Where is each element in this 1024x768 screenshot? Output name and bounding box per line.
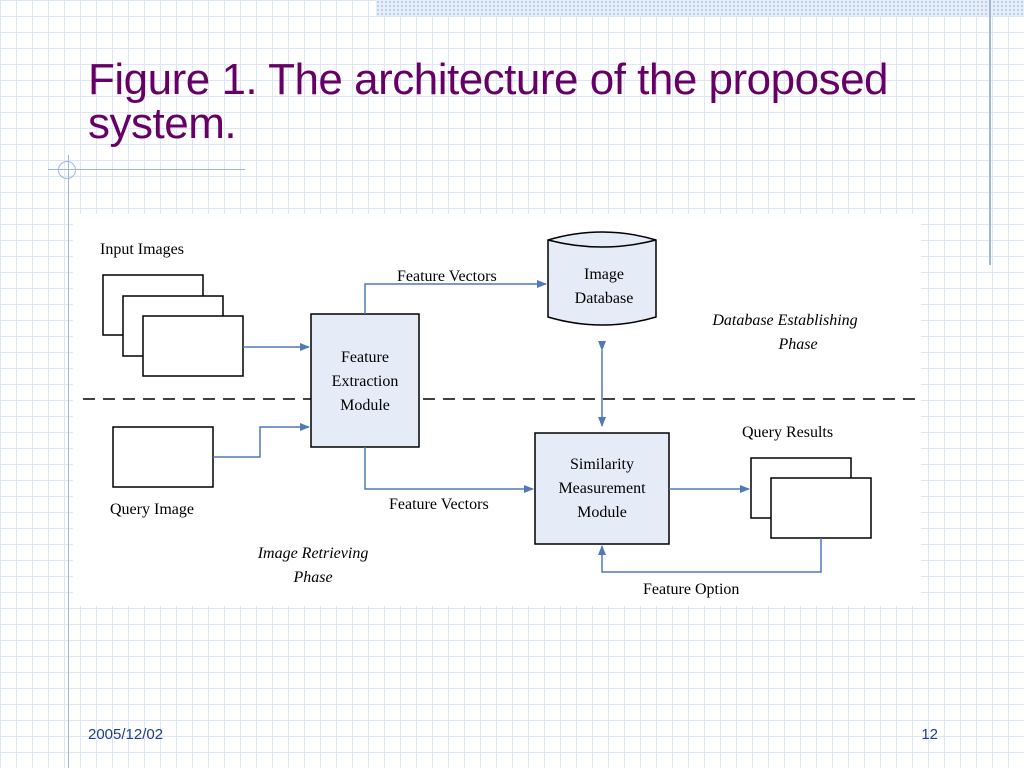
query-image-label: Query Image — [110, 501, 194, 518]
retrieving-phase-line-2: Phase — [292, 569, 332, 586]
input-images-stack — [102, 274, 244, 377]
similarity-module-line-1: Similarity — [570, 456, 634, 473]
similarity-module-line-2: Measurement — [558, 480, 646, 497]
database-phase-line-2: Phase — [777, 336, 817, 353]
feature-extraction-module-line-2: Extraction — [332, 373, 399, 390]
left-decoration-rule — [68, 155, 69, 768]
title-underline-rule — [48, 169, 245, 170]
image-database-cylinder — [547, 231, 657, 326]
retrieving-phase-line-1: Image Retrieving — [257, 545, 369, 562]
extraction-to-similarity-arrow — [364, 447, 534, 493]
query-to-extraction-arrow — [213, 423, 310, 458]
feature-vectors-label-bottom: Feature Vectors — [389, 496, 489, 513]
input-image-frame — [142, 315, 244, 377]
architecture-figure: Input Images Query Image Feature Extract… — [73, 214, 921, 606]
query-result-frame — [770, 477, 872, 539]
input-images-label: Input Images — [100, 241, 184, 258]
feature-extraction-module-line-1: Feature — [341, 349, 389, 366]
slide-page-number: 12 — [921, 726, 938, 743]
feature-extraction-module-line-3: Module — [340, 397, 390, 414]
query-results-stack — [750, 457, 872, 539]
extraction-to-database-arrow — [364, 280, 547, 314]
slide-title: Figure 1. The architecture of the propos… — [88, 55, 889, 148]
feature-option-feedback-arrow — [598, 538, 822, 573]
architecture-diagram: Input Images Query Image Feature Extract… — [83, 231, 915, 598]
right-decoration-rule — [989, 0, 991, 265]
rule-knob-decoration — [58, 161, 76, 179]
database-phase-line-1: Database Establishing — [711, 312, 857, 329]
header-decoration-band — [376, 0, 1024, 16]
query-image-box — [112, 426, 214, 488]
feature-vectors-label-top: Feature Vectors — [397, 268, 497, 285]
image-database-line-2: Database — [575, 290, 634, 307]
footer-date: 2005/12/02 — [88, 726, 164, 743]
similarity-module-line-3: Module — [577, 504, 627, 521]
feature-option-label: Feature Option — [643, 581, 739, 598]
image-database-line-1: Image — [584, 266, 624, 283]
query-results-label: Query Results — [742, 424, 833, 441]
